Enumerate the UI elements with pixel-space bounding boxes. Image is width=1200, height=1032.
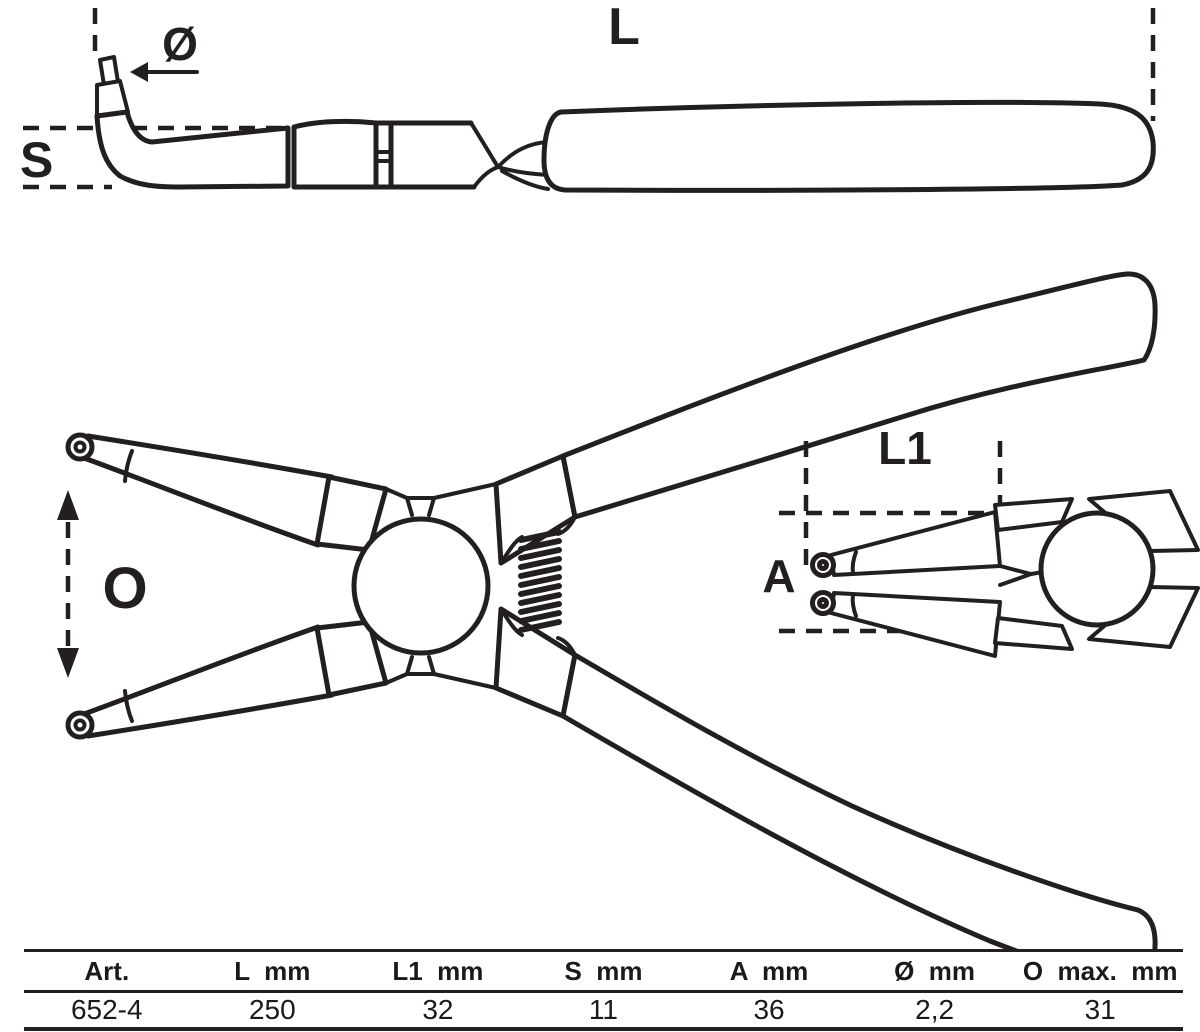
spec-header-l1: L1 mm <box>355 950 521 993</box>
lower-jaw <box>81 624 335 739</box>
fan-curve-top <box>496 140 550 169</box>
spec-header-row: Art. L mm L1 mm S mm A mm Ø mm O max. mm <box>24 950 1183 993</box>
detail-pivot-circle <box>1038 510 1156 628</box>
detail-lower-bend-line <box>850 593 858 618</box>
spec-table: Art. L mm L1 mm S mm A mm Ø mm O max. mm… <box>24 949 1183 1031</box>
opening-arrowhead-up <box>57 490 79 520</box>
opening-arrowhead-down <box>57 648 79 678</box>
pivot-top-tab <box>384 482 498 517</box>
side-view: L Ø S <box>20 0 1156 193</box>
jaw-length-label: L1 <box>878 422 932 474</box>
detail-view: L1 A <box>762 422 1200 658</box>
detail-jaw-convergence <box>998 564 1045 587</box>
cross-curve-lower <box>472 165 500 189</box>
spec-header-art: Art. <box>24 950 190 993</box>
detail-upper-left-head <box>993 497 1074 532</box>
coil-spring <box>518 529 562 633</box>
length-label: L <box>608 0 640 56</box>
lower-handle <box>560 652 1158 949</box>
main-view: O <box>57 271 1158 949</box>
upper-tip-pin <box>73 440 87 454</box>
spec-value-art: 652-4 <box>70 994 143 1025</box>
joint-band <box>373 120 394 190</box>
spec-value-a: 36 <box>753 994 785 1025</box>
pliers-technical-drawing: L Ø S O <box>20 0 1200 949</box>
upper-jaw-bend-line <box>123 449 134 483</box>
spec-header-l: L mm <box>189 950 356 993</box>
detail-upper-bend-line <box>850 550 858 575</box>
spring-link-lower-right <box>556 636 577 657</box>
detail-upper-tip-pin <box>817 559 829 571</box>
joint-band-ticks <box>374 150 393 163</box>
pivot-circle <box>351 516 491 656</box>
spec-header-o-max: O max. mm <box>1017 950 1183 993</box>
lower-tip-pin <box>73 718 87 732</box>
detail-lower-tip-pin <box>817 597 829 609</box>
handle-profile <box>541 99 1156 193</box>
detail-lower-left-head <box>993 616 1074 651</box>
upper-jaw <box>81 433 335 548</box>
tip-width-label: S <box>20 132 53 188</box>
spec-header-diameter: Ø mm <box>851 950 1018 993</box>
fan-curve-bottom <box>500 169 550 191</box>
spring-link-lower-left <box>499 607 524 637</box>
spec-header-s: S mm <box>520 950 687 993</box>
cross-curve-upper <box>469 121 500 169</box>
spec-value-s: 11 <box>588 994 618 1025</box>
spec-value-l: 250 <box>248 994 296 1025</box>
opening-label: O <box>102 556 147 621</box>
lower-jaw-bend-line <box>123 689 134 723</box>
upper-handle <box>560 271 1158 520</box>
pivot-bottom-tab <box>384 655 498 690</box>
spec-value-o-max: 31 <box>1084 994 1116 1025</box>
detail-upper-jaw <box>829 510 1002 577</box>
jaw-head-profile <box>291 118 379 190</box>
spec-value-row: 652-4 250 32 11 36 2,2 31 <box>24 992 1183 1030</box>
tip-diameter-label: Ø <box>162 18 198 70</box>
spec-value-diameter: 2,2 <box>915 994 955 1025</box>
spec-header-a: A mm <box>686 950 852 993</box>
detail-lower-jaw <box>829 591 1002 658</box>
diameter-arrowhead <box>130 62 148 82</box>
jaw-height-label: A <box>762 550 795 602</box>
spec-value-l1: 32 <box>422 994 454 1025</box>
jaw-profile <box>94 109 291 190</box>
